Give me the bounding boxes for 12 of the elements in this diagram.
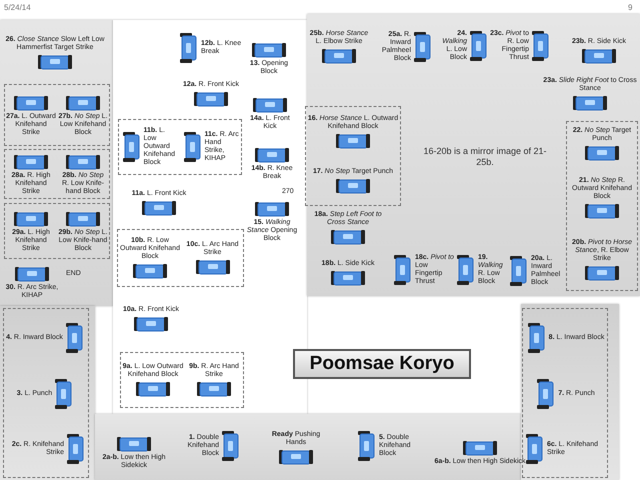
page-number: 9: [628, 3, 632, 12]
dashed-group-frame: [118, 119, 242, 175]
dashed-group-frame: [4, 84, 110, 146]
date-text: 5/24/14: [4, 3, 31, 12]
title-box: Poomsae Koryo: [293, 349, 471, 379]
dashed-group-frame: [566, 121, 638, 291]
dashed-group-frame: [305, 106, 401, 206]
note-text: 16-20b is a mirror image of 21-25b.: [422, 146, 548, 168]
dashed-group-frame: [117, 229, 244, 287]
dashed-group-frame: [4, 149, 110, 199]
dashed-group-frame: [4, 203, 110, 259]
dashed-group-frame: [120, 352, 244, 408]
